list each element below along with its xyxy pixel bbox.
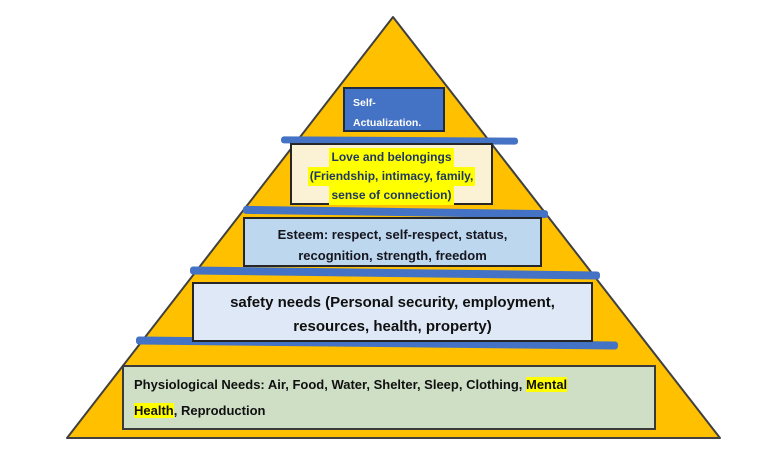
level-label-highlighted-text: Health — [134, 403, 174, 418]
level-label-line: recognition, strength, freedom — [298, 248, 487, 263]
level-label-line: sense of connection) — [292, 186, 491, 205]
level-label-line: Love and belongings — [292, 148, 491, 167]
level-label-line: safety needs (Personal security, employm… — [230, 294, 555, 311]
level-self-actualization: Self- Actualization. — [343, 87, 445, 132]
level-label-line: Esteem: respect, self-respect, status, — [277, 227, 508, 242]
level-physiological-needs: Physiological Needs: Air, Food, Water, S… — [122, 365, 656, 430]
level-label-highlighted-text: Mental — [526, 377, 568, 392]
level-esteem: Esteem: respect, self-respect, status, r… — [243, 217, 542, 267]
level-label-line: (Friendship, intimacy, family, — [292, 167, 491, 186]
level-label-text: Physiological Needs: Air, Food, Water, S… — [134, 377, 526, 392]
level-label-line: resources, health, property) — [293, 318, 492, 335]
level-label-line: Self- — [353, 97, 376, 109]
level-safety-needs: safety needs (Personal security, employm… — [192, 282, 593, 342]
level-label-text: , Reproduction — [173, 403, 266, 418]
level-label-line: Actualization. — [353, 117, 422, 129]
level-love-and-belongings: Love and belongings (Friendship, intimac… — [290, 143, 493, 205]
